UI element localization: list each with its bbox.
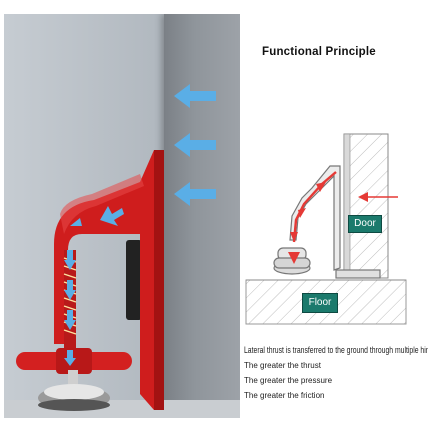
- caption: Lateral thrust is transferred to the gro…: [244, 345, 428, 356]
- thrust-arrow-icon: [174, 182, 216, 206]
- door-stopper-illustration: [16, 84, 216, 411]
- floor-label: Floor: [302, 293, 338, 313]
- door-stopper: [16, 150, 164, 411]
- product-photo: [4, 14, 240, 418]
- mount-bracket: [126, 240, 142, 320]
- bullet-pressure: The greater the pressure: [244, 376, 333, 385]
- diagram-title: Functional Principle: [262, 46, 376, 58]
- thrust-arrows: [174, 84, 216, 206]
- bullet-thrust: The greater the thrust: [244, 361, 321, 370]
- thrust-arrow-icon: [358, 192, 398, 202]
- force-path-arrow-icon: [64, 206, 124, 366]
- bullet-friction: The greater the friction: [244, 391, 325, 400]
- thrust-arrow-icon: [174, 84, 216, 108]
- thrust-arrow-icon: [174, 133, 216, 157]
- door-label: Door: [348, 215, 382, 233]
- door-edge: [164, 14, 240, 418]
- force-path-arrow-icon: [288, 182, 326, 264]
- diagram-door: [343, 133, 389, 279]
- force-path: [292, 171, 337, 243]
- principle-diagram: [245, 133, 407, 325]
